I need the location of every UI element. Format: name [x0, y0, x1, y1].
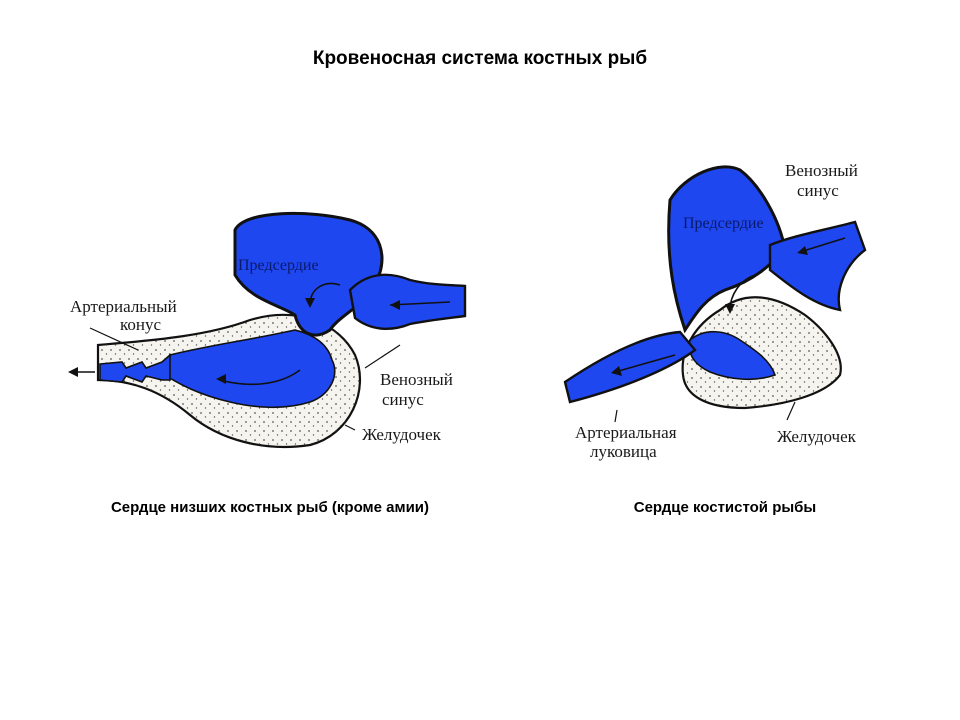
atrium-chamber — [667, 165, 787, 334]
arterial-conus — [99, 353, 171, 383]
right-ventricle-label: Желудочек — [777, 427, 857, 446]
left-ventricle-label: Желудочек — [362, 425, 442, 444]
left-diagram-caption: Сердце низших костных рыб (кроме амии) — [110, 499, 430, 516]
right-sinus-label-line1: Венозный — [785, 161, 858, 180]
left-sinus-label-line1: Венозный — [380, 370, 453, 389]
right-bulb-label-line1: Артериальная — [575, 423, 677, 442]
right-atrium-label: Предсердие — [683, 215, 764, 232]
ventricle-blood — [688, 330, 777, 381]
left-conus-label-line1: Артериальный — [70, 297, 177, 316]
teleost-heart-diagram: Предсердие Венозный синус Артериальная л… — [563, 161, 867, 461]
left-conus-label-line2: конус — [120, 315, 161, 334]
lower-fish-heart-diagram: Предсердие Артериальный конус Венозный с… — [68, 211, 467, 449]
ventricle-blood — [158, 329, 336, 409]
left-sinus-label-line2: синус — [382, 390, 424, 409]
left-atrium-label: Предсердие — [238, 257, 319, 274]
right-sinus-label-line2: синус — [797, 181, 839, 200]
right-bulb-label-line2: луковица — [590, 442, 657, 461]
page-title: Кровеносная система костных рыб — [312, 48, 648, 69]
venous-sinus — [768, 220, 867, 312]
right-diagram-caption: Сердце костистой рыбы — [633, 499, 817, 516]
venous-sinus — [348, 273, 467, 330]
